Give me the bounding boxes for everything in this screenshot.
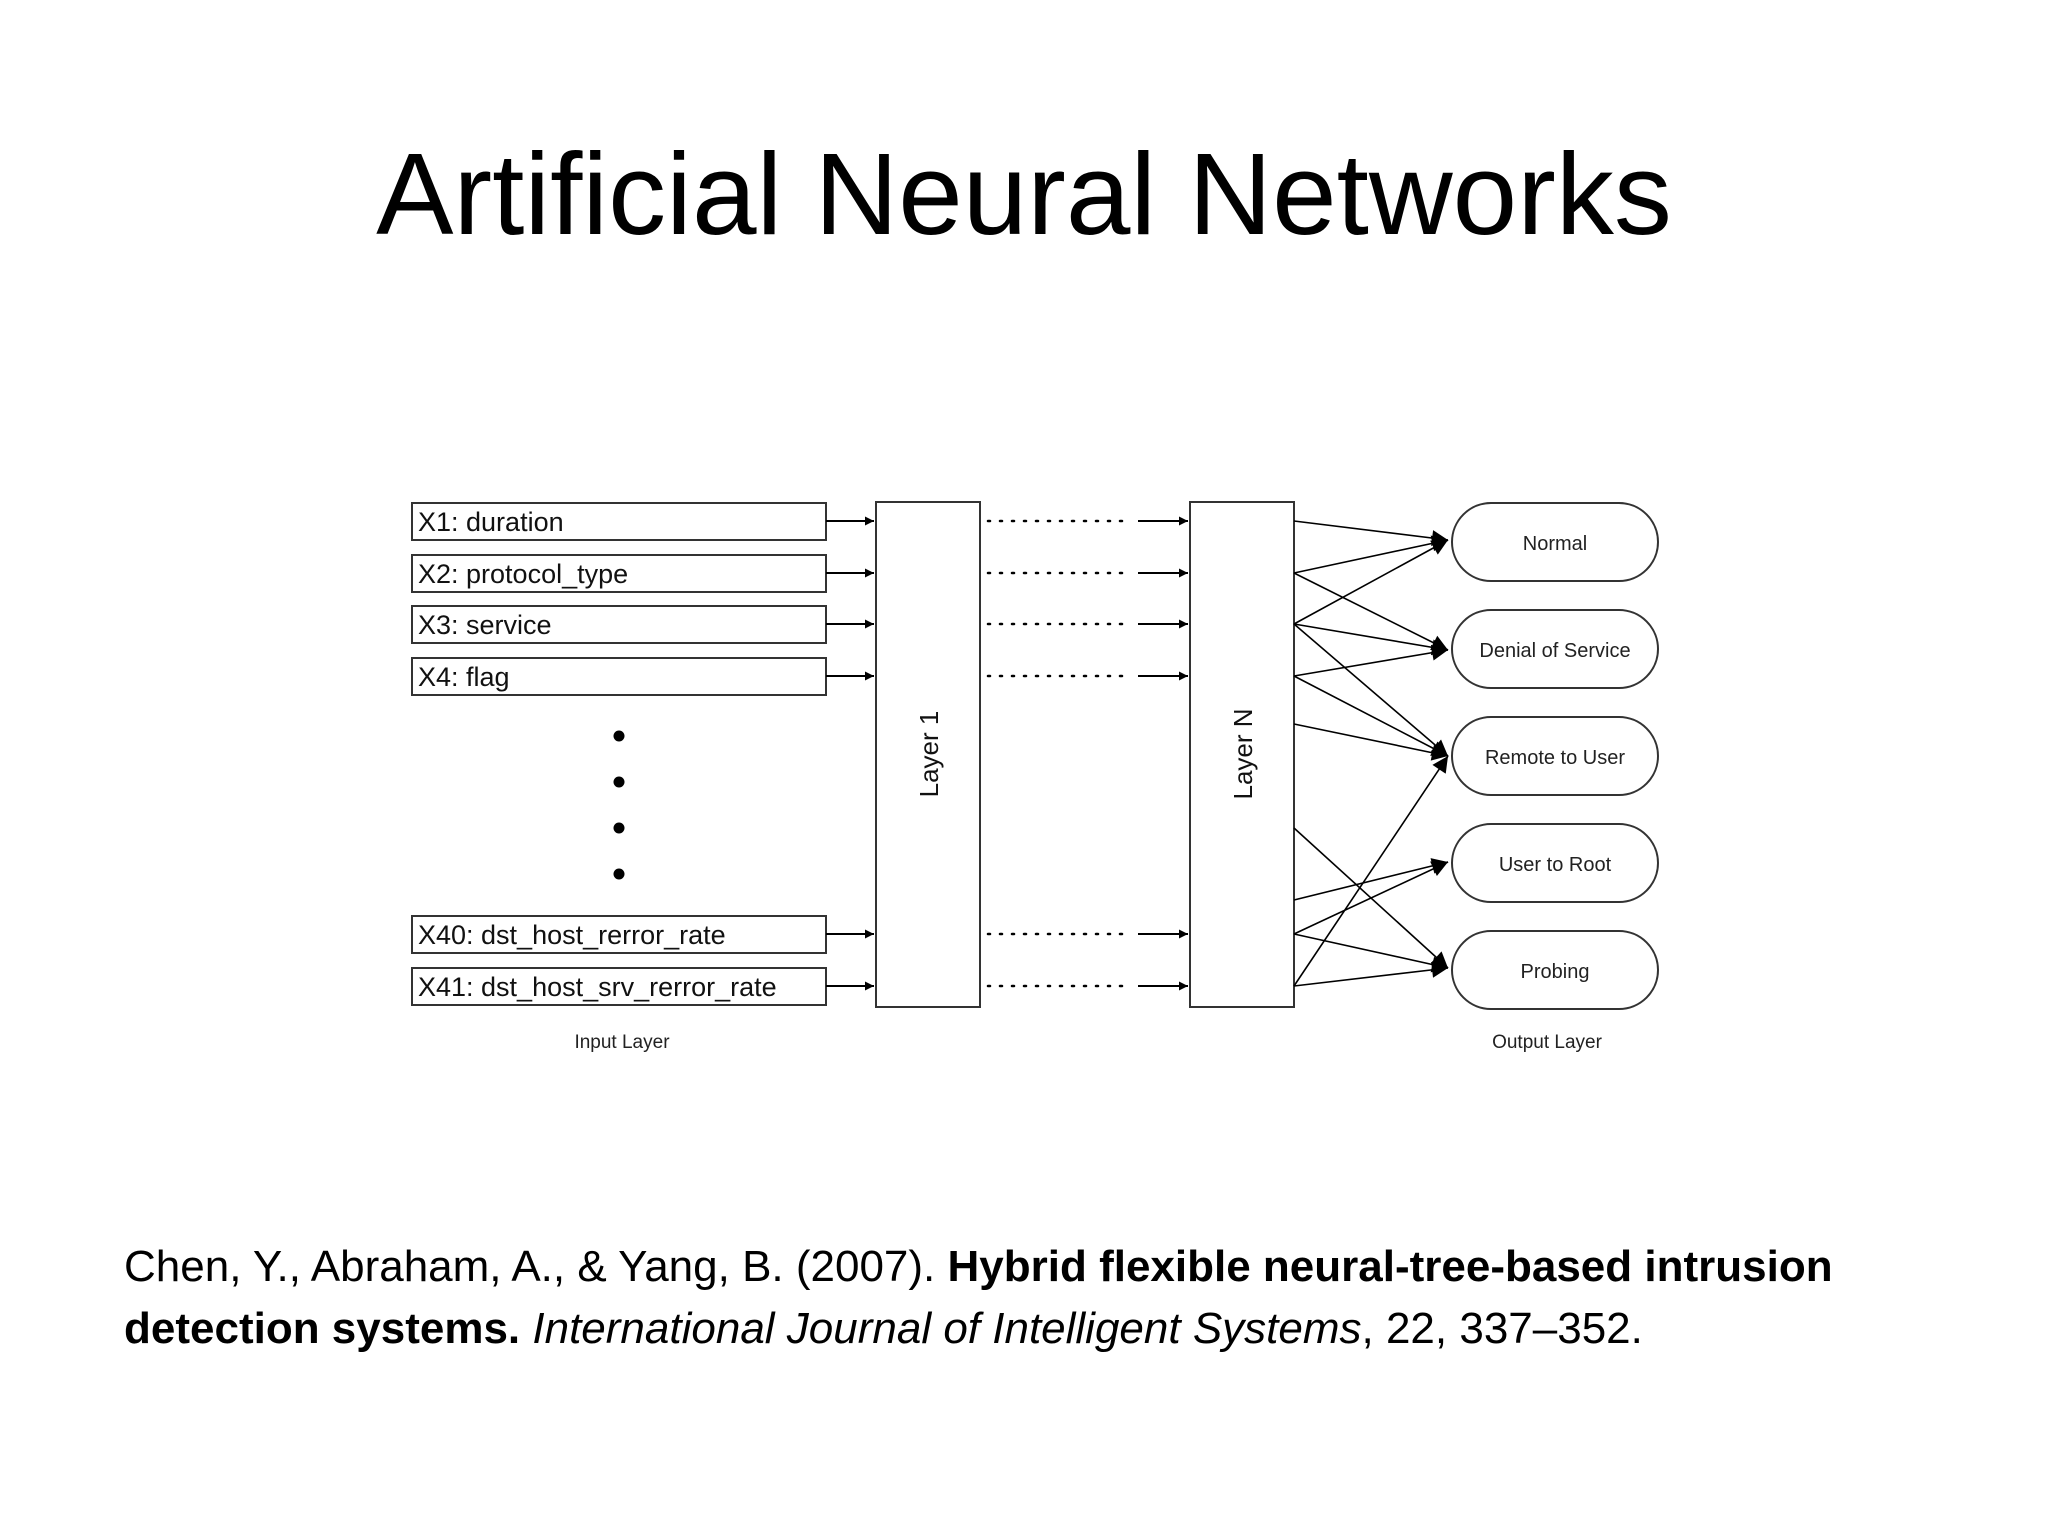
input-layer-caption: Input Layer (574, 1032, 670, 1053)
output-node-user-to-root: User to Root (1451, 823, 1659, 903)
dotted-connectors (986, 519, 1132, 988)
ellipsis-dots (613, 730, 625, 880)
input-label: X3: service (418, 610, 552, 640)
output-node-denial-of-service: Denial of Service (1451, 609, 1659, 689)
output-label: User to Root (1499, 854, 1612, 876)
output-label: Denial of Service (1479, 640, 1630, 662)
citation-authors: Chen, Y., Abraham, A., & Yang, B. (2007)… (124, 1242, 948, 1291)
output-label: Normal (1523, 533, 1587, 555)
hidden-layer-n: Layer N (1189, 501, 1295, 1008)
output-node-normal: Normal (1451, 502, 1659, 582)
output-connections (1293, 520, 1449, 987)
input-label: X40: dst_host_rerror_rate (418, 920, 726, 950)
input-node-x1: X1: duration (411, 502, 827, 541)
output-node-remote-to-user: Remote to User (1451, 716, 1659, 796)
hidden-layer-1: Layer 1 (875, 501, 981, 1008)
input-label: X41: dst_host_srv_rerror_rate (418, 972, 777, 1002)
output-node-probing: Probing (1451, 930, 1659, 1010)
layer-label: Layer N (1228, 708, 1258, 799)
citation-details: , 22, 337–352. (1361, 1304, 1643, 1353)
input-label: X4: flag (418, 662, 510, 692)
input-node-x3: X3: service (411, 605, 827, 644)
layer-label: Layer 1 (914, 711, 944, 798)
layer-n-input-arrows (1138, 516, 1188, 991)
input-node-x40: X40: dst_host_rerror_rate (411, 915, 827, 954)
citation: Chen, Y., Abraham, A., & Yang, B. (2007)… (124, 1236, 1964, 1360)
output-label: Remote to User (1485, 747, 1625, 769)
input-node-x41: X41: dst_host_srv_rerror_rate (411, 967, 827, 1006)
input-node-x2: X2: protocol_type (411, 554, 827, 593)
citation-journal: International Journal of Intelligent Sys… (532, 1304, 1362, 1353)
input-label: X2: protocol_type (418, 559, 628, 589)
input-arrows (826, 516, 874, 991)
output-label: Probing (1521, 961, 1590, 983)
citation-title: Hybrid flexible neural-tree-based intrus… (124, 1242, 1833, 1353)
input-label: X1: duration (418, 507, 564, 537)
output-layer-caption: Output Layer (1492, 1032, 1603, 1053)
input-node-x4: X4: flag (411, 657, 827, 696)
slide-title: Artificial Neural Networks (376, 129, 1672, 259)
